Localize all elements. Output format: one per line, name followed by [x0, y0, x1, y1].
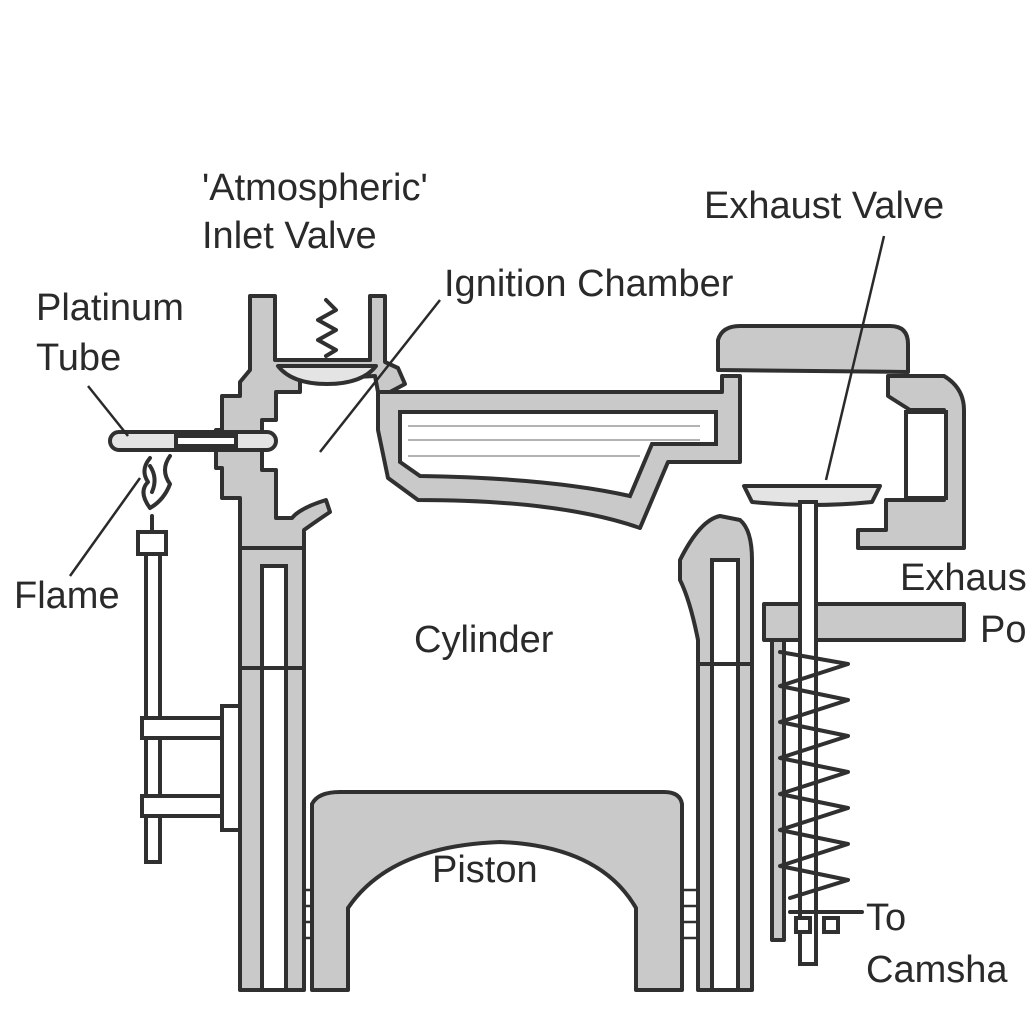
burner-assembly	[136, 454, 242, 864]
ignition-chamber-label: Ignition Chamber	[444, 263, 734, 305]
leader-lines	[68, 235, 886, 577]
exhaust-valve-mechanism	[742, 484, 882, 966]
inlet-valve-housing	[108, 294, 407, 550]
to-camshaft-label-line2: Camsha	[866, 949, 1008, 991]
atmospheric-label-line1: 'Atmospheric'	[202, 167, 428, 209]
piston	[310, 790, 684, 992]
combustion-chamber-block	[376, 374, 742, 530]
flame-leader	[68, 477, 142, 577]
to-camshaft-label-line1: To	[866, 897, 906, 939]
left-cylinder-wall	[238, 546, 324, 992]
exhaust-valve-label: Exhaust Valve	[704, 185, 944, 227]
platinum-tube-leader	[87, 385, 129, 437]
exhaust-port-label-line2: Po	[980, 609, 1026, 651]
exhaust-valve-leader	[824, 235, 886, 481]
atmospheric-label-line2: Inlet Valve	[202, 215, 377, 257]
platinum-tube-label-line1: Platinum	[36, 287, 184, 329]
right-cylinder-wall	[678, 514, 754, 992]
platinum-tube-label-line2: Tube	[36, 337, 121, 379]
labels: 'Atmospheric' Inlet Valve Exhaust Valve …	[14, 167, 1027, 991]
exhaust-port-label-line1: Exhaus	[900, 557, 1027, 599]
ignition-chamber-leader	[319, 299, 441, 453]
flame-label: Flame	[14, 575, 120, 617]
piston-label: Piston	[432, 849, 538, 891]
cylinder-label: Cylinder	[414, 619, 554, 661]
